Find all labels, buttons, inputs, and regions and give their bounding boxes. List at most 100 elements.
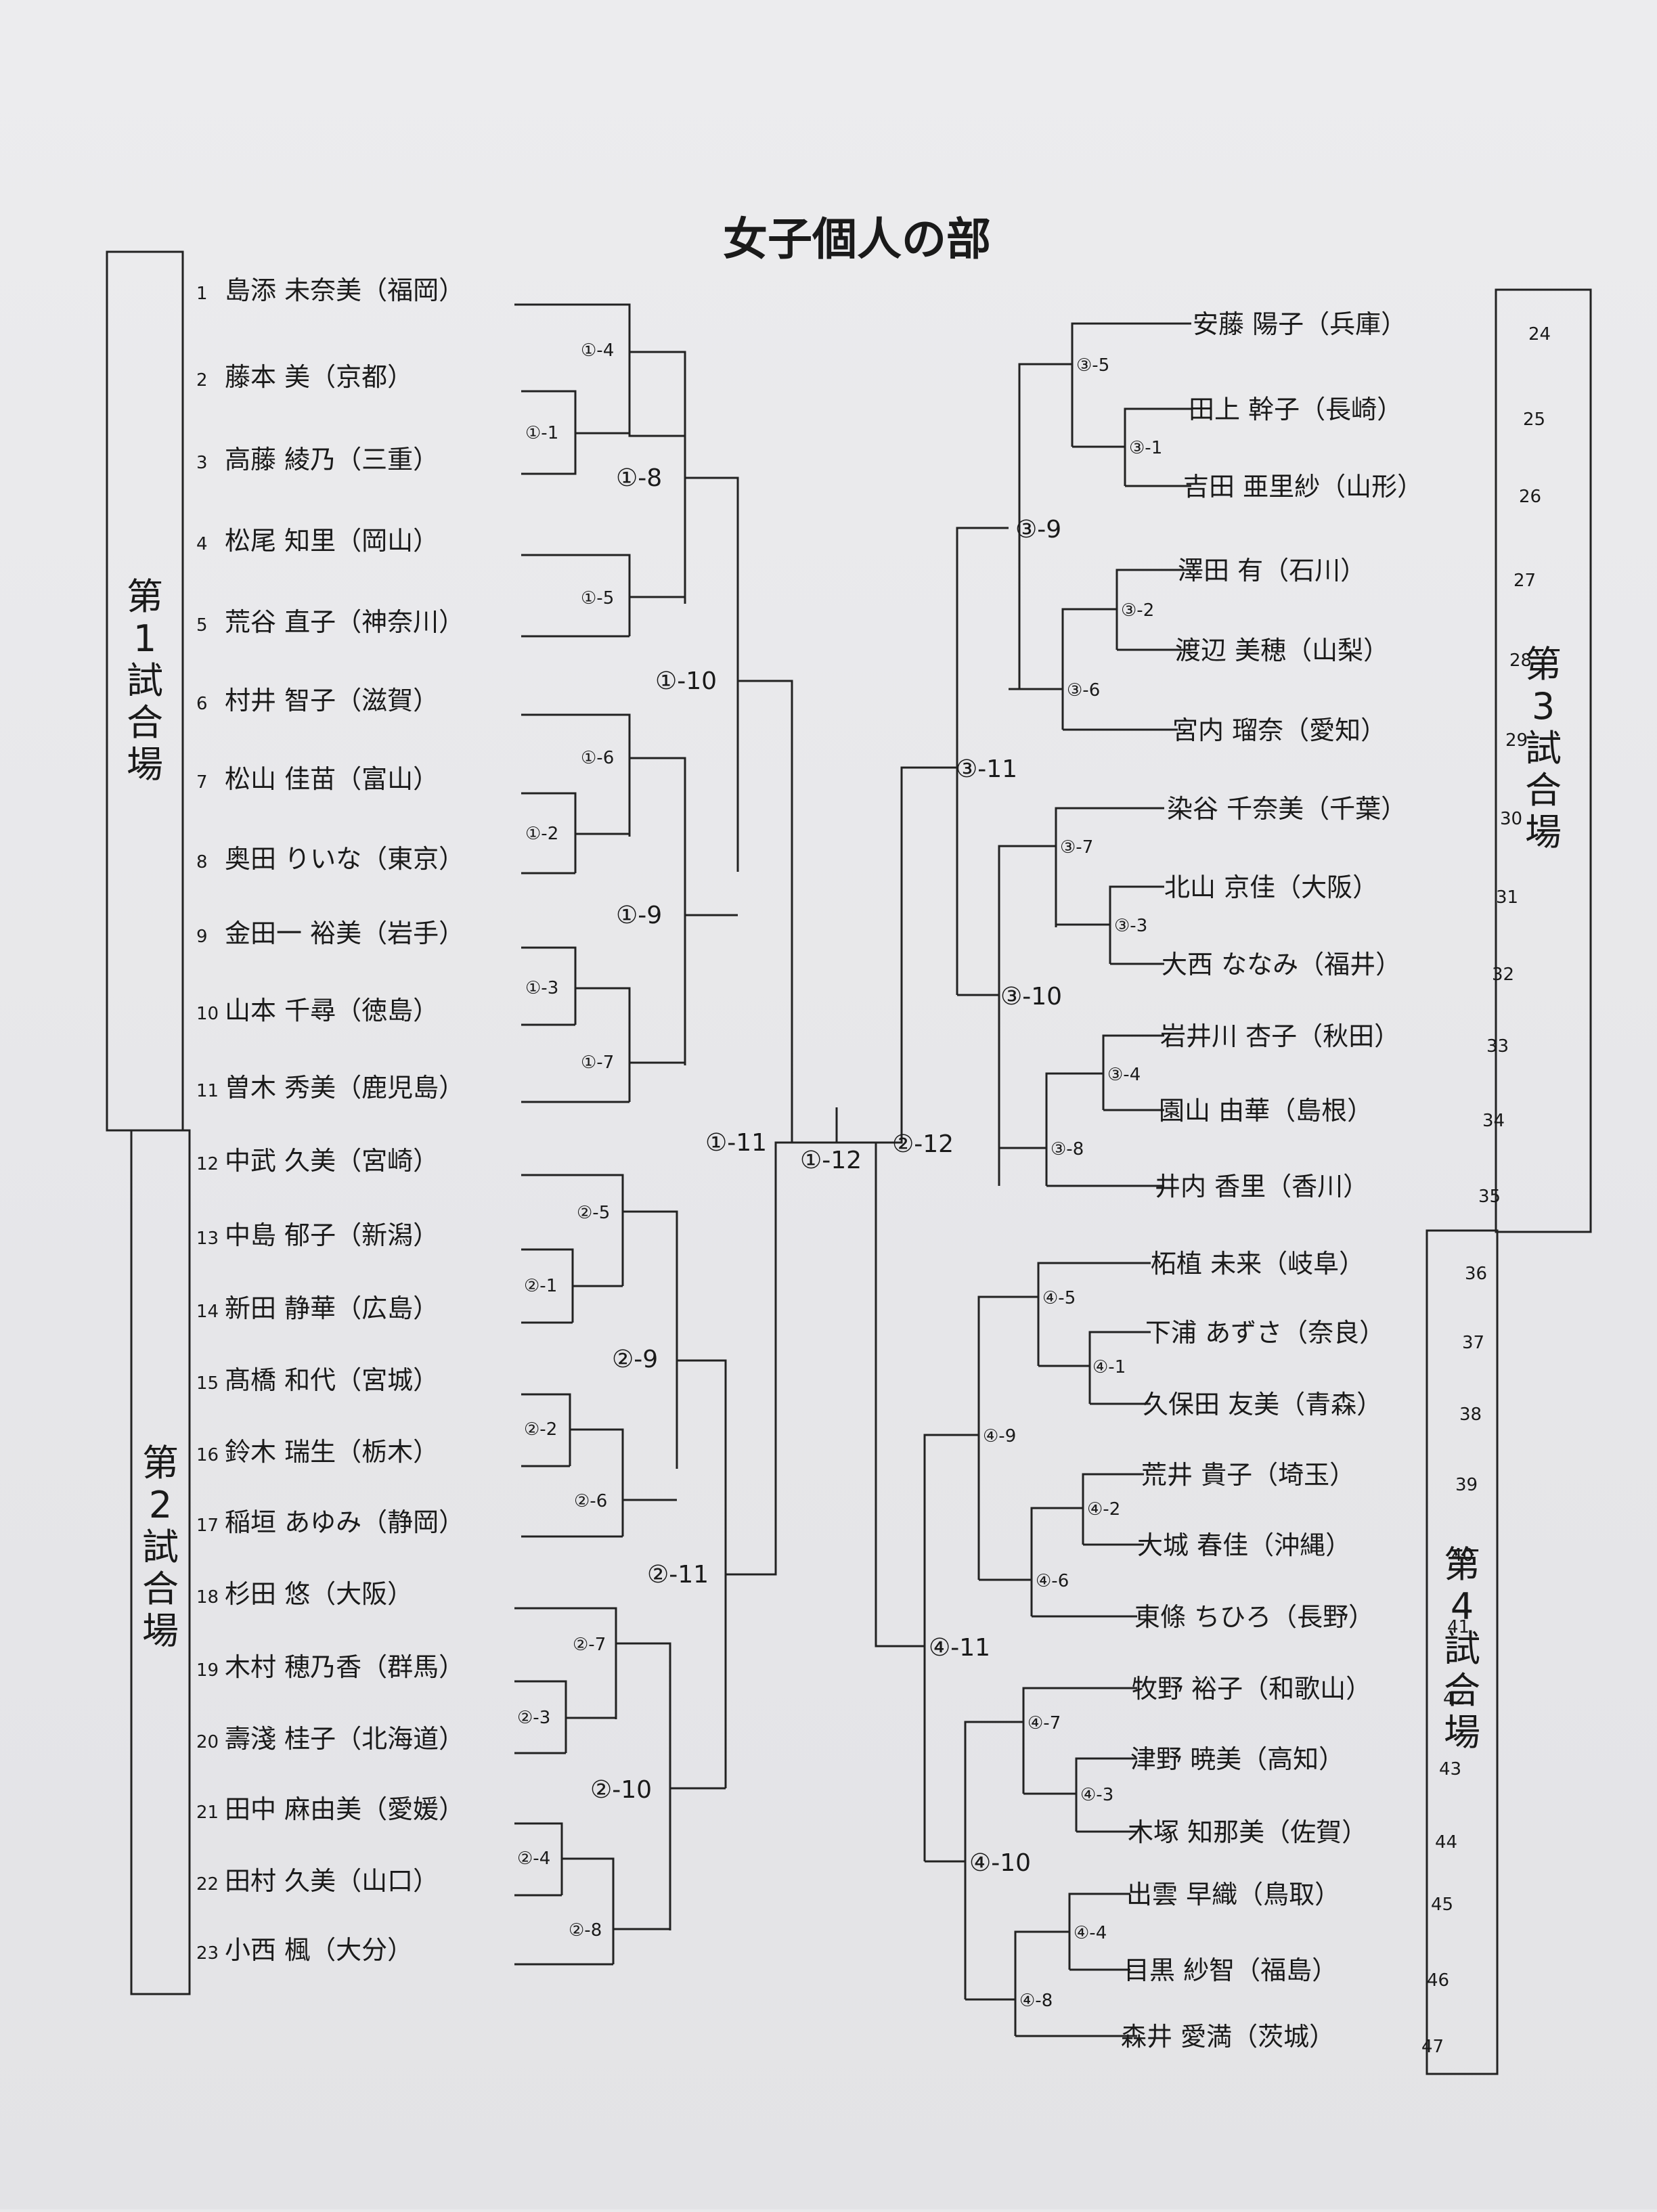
player-name: 髙橋 和代（宮城）: [225, 1365, 439, 1395]
player-row-right: 津野 暁美（高知）43: [1130, 1744, 1461, 1779]
line-p45: [1068, 1893, 1130, 1970]
line-p19: [514, 1680, 567, 1753]
player-number: 11: [196, 1081, 219, 1101]
line-m2-5: [623, 1210, 678, 1469]
line-m3-2: [1061, 608, 1117, 730]
player-number: 19: [196, 1660, 219, 1681]
player-number: 21: [196, 1802, 219, 1823]
match-label: ②-4: [517, 1849, 550, 1869]
player-row-right: 牧野 裕子（和歌山）42: [1132, 1674, 1465, 1709]
match-label: ①-8: [616, 464, 662, 492]
match-label: ④-2: [1087, 1499, 1120, 1520]
player-name: 北山 京佳（大阪）: [1164, 872, 1378, 902]
line-p13: [521, 1248, 574, 1323]
line-m3-4: [1045, 1072, 1103, 1186]
player-name: 中島 郁子（新潟）: [225, 1220, 439, 1250]
player-row-left: 1 島添 未奈美（福岡）: [196, 275, 464, 305]
match-label: ①-2: [525, 824, 558, 844]
line-m2-4: [562, 1857, 615, 1964]
player-name: 杉田 悠（大阪）: [225, 1579, 413, 1609]
player-row-right: 下浦 あずさ（奈良）37: [1145, 1318, 1484, 1353]
player-name: 染谷 千奈美（千葉）: [1167, 794, 1407, 824]
player-number: 7: [196, 772, 208, 793]
player-name: 目黒 紗智（福島）: [1124, 1955, 1338, 1985]
match-label: ④-8: [1019, 1991, 1053, 2011]
match-label: ②-1: [524, 1276, 557, 1296]
line-p36: [1037, 1262, 1151, 1366]
line-m2-7: [616, 1642, 671, 1930]
player-number: 47: [1421, 2037, 1444, 2057]
match-label: ②-8: [569, 1920, 602, 1941]
player-number: 2: [196, 370, 208, 391]
player-row-right: 出雲 早織（鳥取） 45: [1126, 1880, 1453, 1915]
player-name: 田上 幹子（長崎）: [1189, 395, 1402, 424]
player-name: 下浦 あずさ（奈良）: [1145, 1318, 1385, 1348]
player-number: 31: [1496, 887, 1518, 908]
player-row-right: 北山 京佳（大阪） 31: [1164, 872, 1518, 908]
match-label: ②-10: [590, 1776, 652, 1804]
player-row-right: 園山 由華（島根）34: [1159, 1096, 1505, 1131]
player-number: 6: [196, 694, 208, 714]
line-m3-9: [956, 527, 1009, 995]
player-name: 柘植 未来（岐阜）: [1151, 1249, 1365, 1279]
player-name: 島添 未奈美（福岡）: [225, 275, 464, 305]
match-label: ③-10: [1000, 983, 1062, 1011]
player-row-right: 久保田 友美（青森）38: [1143, 1390, 1482, 1425]
player-name: 澤田 有（石川）: [1178, 556, 1366, 585]
player-number: 43: [1439, 1759, 1461, 1779]
player-row-right: 東條 ちひろ（長野）41: [1134, 1602, 1470, 1637]
line-m2-2: [570, 1428, 624, 1536]
player-number: 16: [196, 1445, 219, 1465]
player-name: 出雲 早織（鳥取）: [1126, 1880, 1340, 1909]
line-m4-11: [875, 1141, 925, 1647]
match-label: ③-9: [1015, 516, 1061, 544]
player-name: 壽淺 桂子（北海道）: [225, 1724, 464, 1754]
player-name: 宮内 瑠奈（愛知）: [1172, 715, 1386, 745]
player-row-left: 15 髙橋 和代（宮城）: [196, 1365, 439, 1395]
player-number: 42: [1443, 1689, 1465, 1709]
line-m3-5: [1018, 363, 1072, 689]
match-label: ①-5: [581, 588, 614, 609]
player-name: 奥田 りいな（東京）: [225, 844, 464, 874]
player-name: 森井 愛満（茨城）: [1121, 2022, 1335, 2052]
player-number: 10: [196, 1004, 219, 1024]
line-m1-10: [738, 680, 793, 1143]
match-label: ④-4: [1074, 1923, 1107, 1943]
player-row-right: 安藤 陽子（兵庫）24: [1193, 309, 1551, 345]
player-row-right: 澤田 有（石川）27: [1178, 556, 1536, 591]
player-number: 15: [196, 1373, 219, 1394]
player-number: 20: [196, 1732, 219, 1752]
line-m2-11: [726, 1141, 839, 1576]
player-name: 曽木 秀美（鹿児島）: [225, 1073, 464, 1103]
player-number: 1: [196, 284, 208, 304]
line-p12: [521, 1174, 624, 1286]
player-number: 45: [1431, 1895, 1453, 1915]
match-label: ②-7: [573, 1635, 606, 1655]
match-label: ③-3: [1114, 916, 1147, 936]
match-label: ①-11: [705, 1129, 767, 1157]
match-label: ③-2: [1121, 600, 1154, 621]
line-p42: [1022, 1687, 1137, 1794]
match-label: ②-11: [647, 1561, 709, 1589]
match-labels: ①-4 ①-1 ①-8 ①-5 ①-10 ①-6 ①-2 ①-9 ①-3 ①-7…: [517, 340, 1162, 2011]
line-p43: [1075, 1757, 1137, 1832]
